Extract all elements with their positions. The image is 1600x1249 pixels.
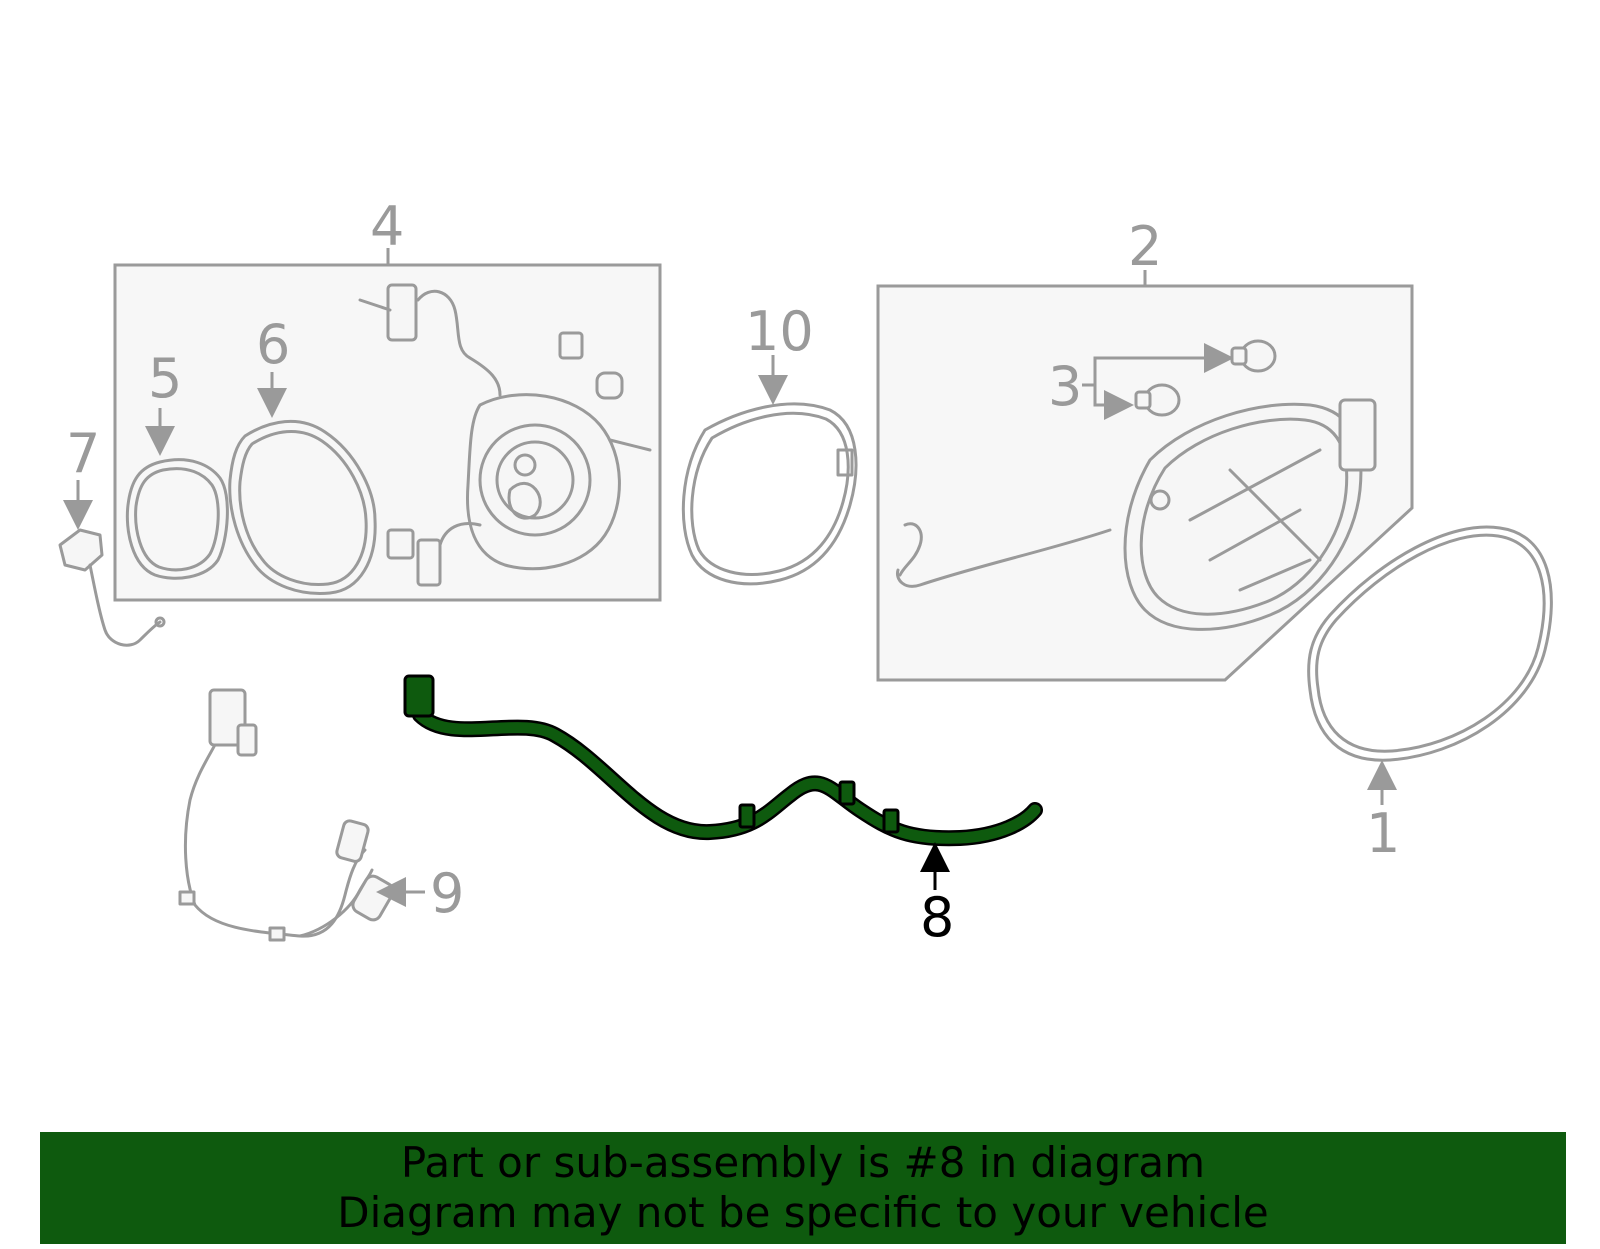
part-7-sensor[interactable] (58, 528, 166, 647)
part-10-gasket-plate[interactable] (681, 402, 858, 586)
callout-9[interactable]: 9 (430, 862, 464, 925)
part-9-wire-harness[interactable] (178, 688, 396, 942)
assembly-2-group: 2 3 (876, 215, 1414, 682)
callout-4[interactable]: 4 (370, 195, 404, 258)
part-6-gasket[interactable] (228, 419, 377, 595)
callout-3[interactable]: 3 (1048, 355, 1082, 418)
callout-8[interactable]: 8 (920, 886, 954, 949)
part-3-bolt-b[interactable] (1134, 383, 1181, 417)
banner-line-disclaimer: Diagram may not be specific to your vehi… (337, 1188, 1269, 1237)
callout-2[interactable]: 2 (1128, 215, 1162, 278)
part-1-fuel-door[interactable] (1307, 525, 1553, 762)
callout-6[interactable]: 6 (256, 313, 290, 376)
part-5-seal-ring[interactable] (125, 458, 229, 580)
callout-5[interactable]: 5 (148, 347, 182, 410)
callout-7[interactable]: 7 (66, 422, 100, 485)
part-3-bolt-a[interactable] (1230, 339, 1277, 373)
part-8-charging-cable[interactable] (403, 674, 1043, 847)
part-2-fuel-door-housing[interactable] (895, 398, 1377, 631)
banner-line-part: Part or sub-assembly is #8 in diagram (400, 1138, 1206, 1187)
callout-1[interactable]: 1 (1366, 802, 1400, 865)
info-banner: Part or sub-assembly is #8 in diagram Di… (40, 1132, 1566, 1244)
part-4-charging-inlet[interactable] (358, 283, 652, 587)
assembly-4-group: 4 5 6 (113, 195, 662, 602)
callout-10[interactable]: 10 (745, 300, 814, 363)
